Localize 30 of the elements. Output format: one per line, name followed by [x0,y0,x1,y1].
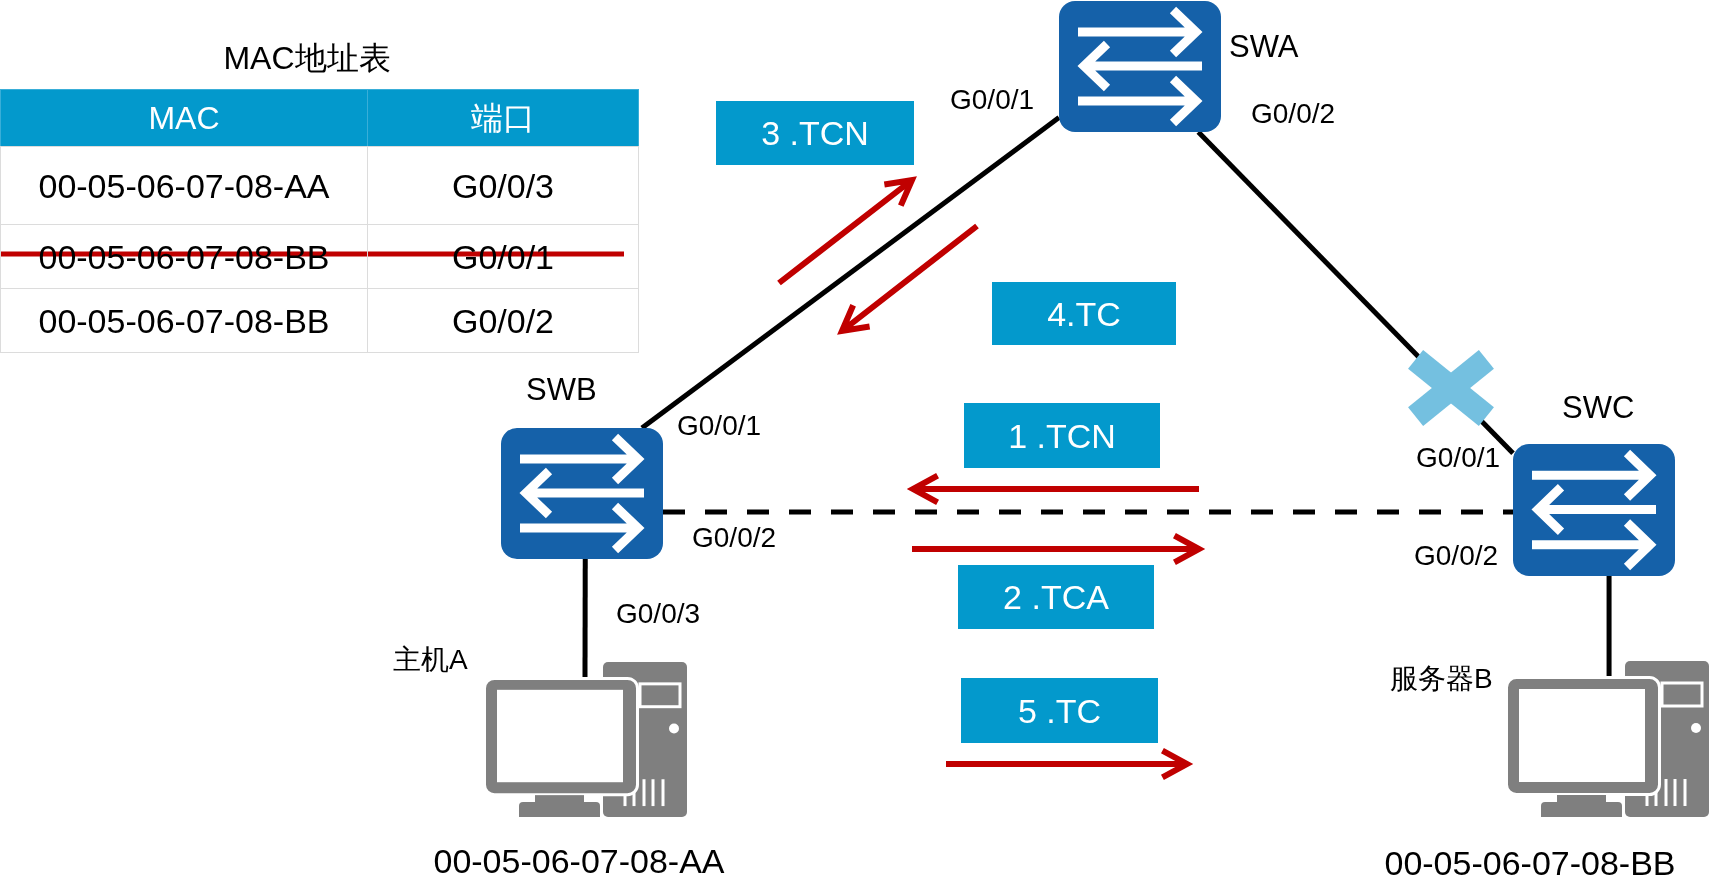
column-header: 端口 [367,89,639,147]
port-label: G0/0/2 [692,524,777,553]
port-label: G0/0/3 [616,600,701,629]
message-box: 5 .TC [961,678,1158,743]
device-name: SWA [1229,30,1299,62]
message-box: 1 .TCN [964,403,1160,468]
message-box: 4.TC [992,282,1176,345]
link-line [640,115,1061,430]
dashed-link-line [663,509,1513,515]
link-line [1606,576,1612,677]
message-box: 3 .TCN [716,101,914,165]
device-name: SWB [526,374,597,405]
port-label: G0/0/1 [1416,444,1501,473]
port-label: G0/0/2 [1414,542,1499,571]
port-label: G0/0/1 [677,412,762,441]
table-cell: G0/0/3 [367,146,639,225]
column-header: MAC [0,89,368,147]
table-cell: G0/0/2 [367,288,639,353]
device-name: SWC [1562,392,1635,423]
table-title: MAC地址表 [223,41,391,74]
host-name: 主机A [393,645,468,674]
message-box: 2 .TCA [958,565,1154,629]
host-name: 服务器B [1390,664,1493,693]
link-line [582,559,588,678]
port-label: G0/0/2 [1251,100,1336,129]
mac-address: 00-05-06-07-08-BB [1384,845,1676,880]
mac-address: 00-05-06-07-08-AA [433,843,725,878]
table-cell: 00-05-06-07-08-BB [0,288,368,353]
port-label: G0/0/1 [950,86,1035,115]
table-cell: 00-05-06-07-08-AA [0,146,368,225]
